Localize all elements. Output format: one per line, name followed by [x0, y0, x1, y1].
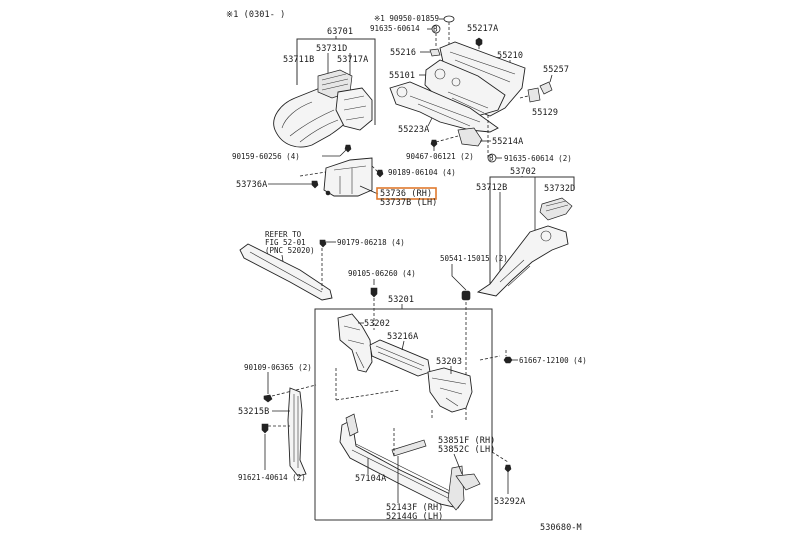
label-53711B[interactable]: 53711B: [283, 55, 314, 65]
label-90189[interactable]: 90189-06104 (4): [388, 168, 456, 177]
part-53216A[interactable]: [369, 339, 431, 377]
group-cowl: ※1 90950-01859 91635-60614 B 55217A 5521…: [370, 14, 572, 163]
label-90159[interactable]: 90159-60256 (4): [232, 152, 300, 161]
label-52144G[interactable]: 52144G (LH): [386, 512, 443, 522]
part-52143F[interactable]: [391, 439, 427, 457]
highlight-53736: [376, 187, 437, 200]
group-53736: 90159-60256 (4) 90189-06104 (4) 53736A 5…: [232, 144, 456, 208]
part-53736-bracket[interactable]: [323, 157, 373, 197]
part-53203[interactable]: [427, 367, 473, 413]
label-57104A[interactable]: 57104A: [355, 474, 386, 484]
header-note: ※1 (0301- ): [226, 10, 285, 20]
plug-icon: [443, 15, 455, 23]
part-55216[interactable]: [429, 48, 441, 57]
label-53852C[interactable]: 53852C (LH): [438, 445, 495, 455]
bolt-icon: [344, 144, 352, 153]
label-53736-rh[interactable]: 53736 (RH): [380, 189, 432, 199]
clip-icon: [430, 139, 438, 148]
group-box-53201: [314, 308, 493, 521]
label-91635-mid[interactable]: 91635-60614 (2): [504, 154, 572, 163]
part-53202[interactable]: [337, 313, 373, 373]
svg-text:B: B: [433, 25, 438, 34]
label-55257[interactable]: 55257: [543, 65, 569, 75]
group-53201: 53201 53202 53216A 53203 57104A 52143F: [314, 295, 501, 522]
group-63701: 63701 53731D 53711B 53717A: [273, 27, 376, 148]
label-53216A[interactable]: 53216A: [387, 332, 418, 342]
label-63701[interactable]: 63701: [327, 27, 353, 37]
label-53736A[interactable]: 53736A: [236, 180, 267, 190]
label-55210[interactable]: 55210: [497, 51, 523, 61]
part-53717A[interactable]: [335, 87, 373, 131]
label-53702[interactable]: 53702: [510, 167, 536, 177]
label-91635-top[interactable]: 91635-60614: [370, 24, 420, 33]
label-53732D[interactable]: 53732D: [544, 184, 575, 194]
cushion-icon: [461, 290, 471, 301]
clip-icon: [503, 356, 513, 364]
label-55216[interactable]: 55216: [390, 48, 416, 58]
label-90179[interactable]: 90179-06218 (4): [337, 238, 405, 247]
label-61667[interactable]: 61667-12100 (4): [519, 356, 587, 365]
label-55214A[interactable]: 55214A: [492, 137, 523, 147]
label-53202[interactable]: 53202: [364, 319, 390, 329]
label-90105[interactable]: 90105-06260 (4): [348, 269, 416, 278]
label-50541[interactable]: 50541-15015 (2): [440, 254, 508, 263]
bolt-icon: [319, 239, 327, 248]
bolt-icon: [370, 287, 378, 298]
label-90109[interactable]: 90109-06365 (2): [244, 363, 312, 372]
part-53851F[interactable]: [455, 473, 481, 491]
bolt-icon: [263, 394, 273, 403]
label-53717A[interactable]: 53717A: [337, 55, 368, 65]
group-53215B: 90109-06365 (2) 53215B 91621-40614 (2): [238, 363, 317, 482]
label-55101[interactable]: 55101: [389, 71, 415, 81]
label-90950[interactable]: ※1 90950-01859: [374, 14, 439, 23]
label-53737B-lh[interactable]: 53737B (LH): [380, 198, 437, 208]
label-53851F[interactable]: 53851F (RH): [438, 436, 495, 446]
part-55257[interactable]: [539, 81, 553, 95]
bolt-icon: [261, 423, 269, 434]
nut-icon: [504, 464, 512, 473]
part-53732D[interactable]: [539, 197, 573, 221]
label-53292A[interactable]: 53292A: [494, 497, 525, 507]
label-52143F[interactable]: 52143F (RH): [386, 503, 443, 513]
label-55129[interactable]: 55129: [532, 108, 558, 118]
group-53702: 53702 53712B 53732D: [476, 167, 575, 297]
part-55129[interactable]: [527, 87, 541, 103]
part-55223A[interactable]: [389, 81, 499, 133]
label-53203[interactable]: 53203: [436, 357, 462, 367]
label-90467[interactable]: 90467-06121 (2): [406, 152, 474, 161]
refer-line-2: FIG 52-01: [265, 238, 306, 247]
bolt-icon: [376, 169, 384, 178]
part-57104A[interactable]: [339, 419, 463, 509]
label-53731D[interactable]: 53731D: [316, 44, 347, 54]
nut-icon: [475, 37, 483, 47]
group-right-fasteners: 61667-12100 (4) 53292A: [491, 350, 587, 507]
label-91621[interactable]: 91621-40614 (2): [238, 473, 306, 482]
refer-line-3: (PNC 52020): [265, 246, 315, 255]
group-bracket-53702: [489, 176, 575, 290]
label-55217A[interactable]: 55217A: [467, 24, 498, 34]
label-53201[interactable]: 53201: [388, 295, 414, 305]
label-55223A[interactable]: 55223A: [398, 125, 429, 135]
label-53215B[interactable]: 53215B: [238, 407, 269, 417]
refer-line-1: REFER TO: [265, 230, 302, 239]
svg-text:B: B: [489, 154, 494, 163]
group-refer: REFER TO FIG 52-01 (PNC 52020) 90179-062…: [239, 230, 508, 420]
part-53215B[interactable]: [287, 387, 307, 477]
label-53712B[interactable]: 53712B: [476, 183, 507, 193]
figure-code: 530680-M: [540, 523, 582, 533]
part-55214A[interactable]: [457, 127, 483, 147]
nut-icon: [311, 180, 319, 189]
